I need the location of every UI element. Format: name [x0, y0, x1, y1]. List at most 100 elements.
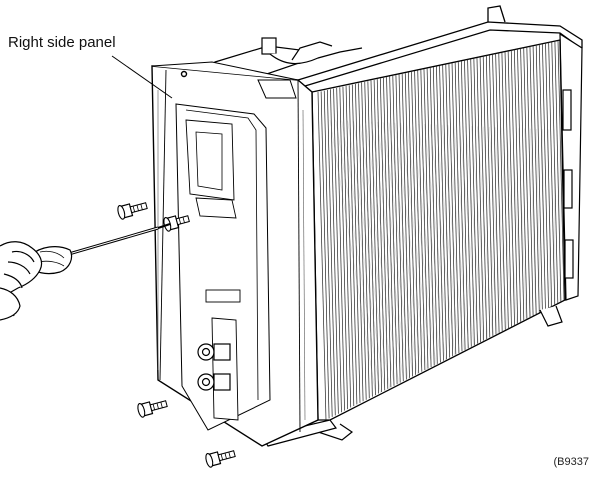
fin-shade-line	[477, 126, 496, 376]
right-side-panel	[151, 61, 319, 447]
fin-shade-line	[471, 126, 492, 377]
fin-line	[330, 89, 339, 414]
fin-line	[426, 68, 435, 366]
fin-line	[476, 57, 484, 341]
fin-shade-line	[376, 122, 418, 406]
fin-shade-line	[430, 124, 459, 390]
fin-line	[342, 86, 352, 408]
fin-line	[351, 84, 361, 403]
fin-shade-line	[335, 120, 385, 419]
fin-shade-line	[406, 123, 441, 397]
fin-line	[482, 56, 491, 338]
fin-line	[451, 62, 460, 353]
screw-icon	[117, 202, 148, 220]
fin-line	[551, 41, 559, 304]
fin-line	[448, 63, 457, 355]
fin-line	[423, 69, 432, 368]
fin-line	[361, 82, 370, 399]
fin-line	[523, 47, 531, 318]
fin-shade-line	[388, 122, 427, 403]
fin-line	[470, 58, 478, 344]
figure-code: (B9337	[553, 456, 589, 468]
fin-shade-line	[418, 123, 450, 394]
fin-line	[489, 54, 497, 335]
fin-line	[442, 64, 450, 358]
fin-line	[545, 42, 552, 307]
fin-shade-line	[424, 124, 455, 392]
fin-line	[535, 44, 543, 311]
fin-line	[542, 43, 549, 308]
fin-line	[348, 85, 358, 405]
unit-base	[261, 305, 563, 447]
fin-line	[398, 74, 407, 380]
heat-exchanger-coil	[311, 39, 566, 421]
fin-line	[345, 85, 355, 406]
fin-shade-line	[453, 125, 478, 383]
fin-shade-line	[483, 126, 501, 374]
fin-line	[355, 83, 364, 402]
fin-line	[383, 77, 392, 388]
fin-shade-line	[400, 123, 436, 399]
fin-line	[386, 77, 395, 386]
fin-line	[538, 44, 546, 310]
fin-line	[495, 53, 503, 332]
callout-leader	[111, 55, 173, 99]
fin-line	[526, 46, 534, 316]
fin-line	[485, 55, 494, 336]
fin-line	[464, 60, 472, 347]
fin-line	[379, 78, 389, 389]
fin-shade-line	[412, 123, 445, 395]
fin-shade-line	[382, 122, 422, 404]
unit-right-frame	[559, 32, 583, 301]
fin-line	[320, 91, 330, 419]
fin-line	[376, 79, 386, 391]
fin-line	[420, 69, 429, 369]
fin-shade-line	[365, 121, 408, 410]
fin-line	[457, 61, 466, 350]
screw-icon	[137, 400, 168, 418]
fin-line	[370, 80, 379, 394]
screwdriver-icon	[27, 223, 171, 275]
fin-shade-line	[447, 125, 473, 385]
fin-shade-line	[347, 120, 395, 415]
fin-line	[395, 75, 404, 382]
fin-line	[317, 91, 327, 420]
fin-line	[492, 54, 500, 333]
fin-shade-line	[394, 122, 432, 401]
fin-line	[392, 75, 401, 383]
fin-line	[408, 72, 416, 375]
fin-line	[364, 81, 373, 397]
fin-line	[557, 40, 565, 301]
fin-line	[373, 79, 382, 392]
fin-line	[532, 45, 540, 313]
fin-shade-line	[435, 124, 464, 388]
fin-line	[517, 48, 525, 321]
stop-valves	[197, 289, 241, 421]
fin-line	[323, 90, 333, 417]
fin-line	[501, 52, 509, 329]
fin-line	[467, 59, 475, 346]
fin-line	[417, 70, 426, 371]
fin-shade-line	[359, 121, 404, 412]
fin-shade-line	[488, 126, 505, 372]
fin-line	[436, 66, 444, 361]
fin-shade-line	[441, 124, 468, 386]
fin-line	[461, 60, 469, 349]
fin-line	[439, 65, 447, 360]
fin-line	[548, 42, 556, 305]
fin-line	[432, 67, 441, 363]
fin-shade-line	[371, 121, 413, 408]
fin-line	[401, 73, 410, 378]
fin-line	[498, 52, 506, 330]
fin-line	[389, 76, 398, 385]
screw-icon	[205, 450, 236, 468]
right-side-panel-label: Right side panel	[8, 34, 116, 51]
fin-line	[358, 83, 367, 400]
fin-shade-line	[329, 119, 381, 420]
fin-line	[520, 48, 528, 319]
fin-shade-line	[494, 127, 510, 370]
fin-line	[529, 46, 537, 315]
fin-shade-line	[353, 120, 399, 413]
